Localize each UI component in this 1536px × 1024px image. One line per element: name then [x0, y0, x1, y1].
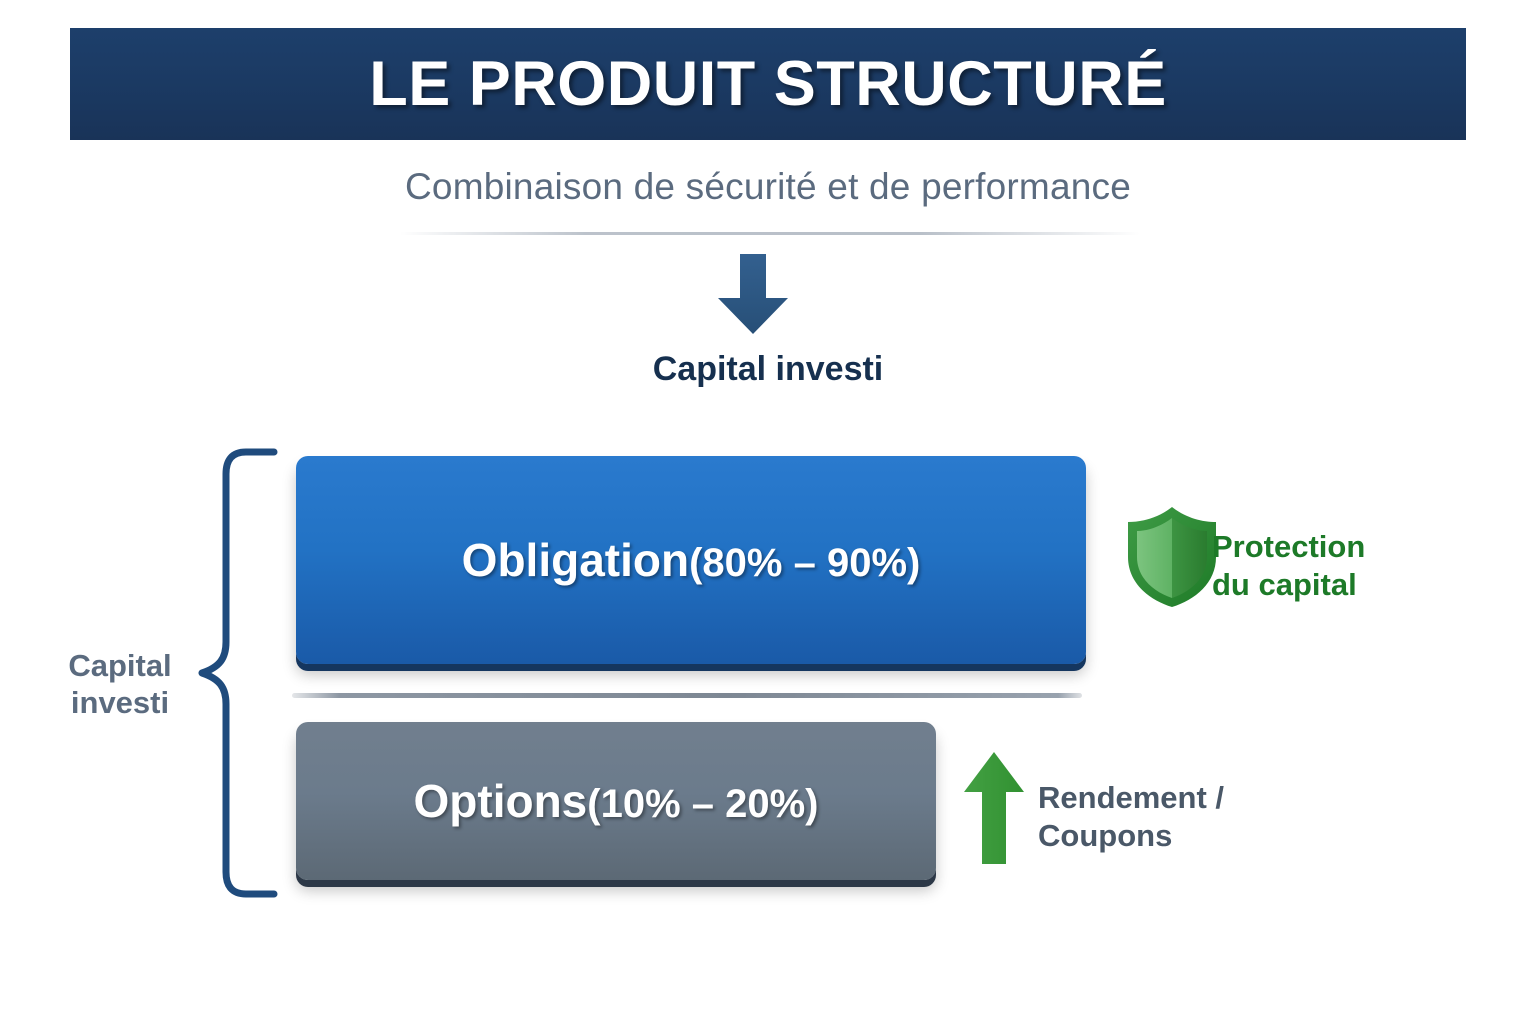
options-label-range: (10% – 20%): [587, 782, 819, 826]
rendement-line1: Rendement /: [1038, 780, 1225, 815]
options-label-main: Options: [413, 775, 588, 827]
options-box[interactable]: Options(10% – 20%): [296, 722, 936, 880]
capital-invested-heading: Capital investi: [652, 350, 884, 388]
page-title: LE PRODUIT STRUCTURÉ: [369, 49, 1167, 119]
title-banner: LE PRODUIT STRUCTURÉ: [70, 28, 1466, 140]
brace-label: Capital investi: [40, 648, 200, 721]
obligation-label-range: (80% – 90%): [689, 541, 921, 585]
protection-line2: du capital: [1212, 566, 1357, 602]
curly-brace-icon: [196, 448, 278, 898]
box-divider: [292, 693, 1082, 698]
shield-icon: [1124, 505, 1220, 609]
protection-annotation: Protection du capital: [1212, 528, 1365, 604]
brace-label-line2: investi: [70, 684, 170, 720]
obligation-label-main: Obligation: [461, 534, 690, 586]
obligation-box[interactable]: Obligation(80% – 90%): [296, 456, 1086, 664]
rendement-line2: Coupons: [1038, 817, 1173, 853]
subtitle-divider: [400, 232, 1140, 235]
protection-line1: Protection: [1212, 529, 1366, 564]
page-subtitle: Combinaison de sécurité et de performanc…: [405, 166, 1131, 207]
arrow-up-icon: [962, 752, 1026, 864]
obligation-label: Obligation(80% – 90%): [462, 533, 921, 587]
rendement-annotation: Rendement / Coupons: [1038, 779, 1224, 855]
brace-label-line1: Capital: [68, 648, 172, 683]
options-label: Options(10% – 20%): [414, 774, 819, 828]
arrow-down-icon: [712, 254, 794, 334]
